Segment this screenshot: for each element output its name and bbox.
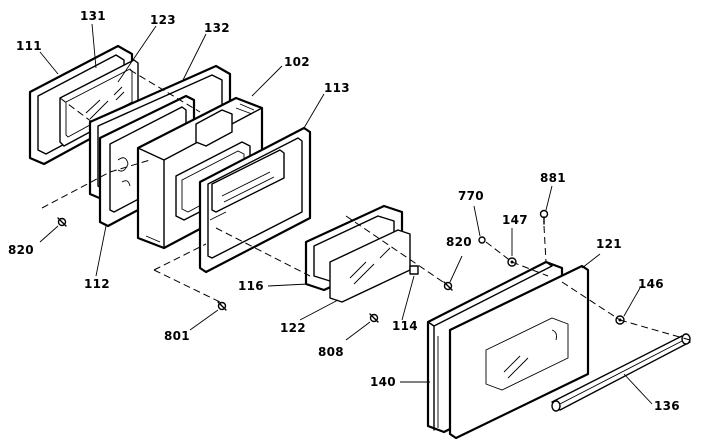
label-111: 111 [16,39,42,53]
part-labels: 111 131 123 132 102 113 820 112 116 801 … [8,9,680,413]
label-808: 808 [318,345,344,359]
screw-820-left [57,217,67,227]
label-121: 121 [596,237,622,251]
label-820-right: 820 [446,235,472,249]
label-881: 881 [540,171,566,185]
leader-lines [39,23,653,405]
screw-820-right [443,281,453,291]
label-770: 770 [458,189,484,203]
label-147: 147 [502,213,528,227]
label-801: 801 [164,329,190,343]
label-140: 140 [370,375,396,389]
label-132: 132 [204,21,230,35]
assembly-lines [41,69,691,341]
part-121-front-glass [448,264,590,440]
label-102: 102 [284,55,310,69]
label-136: 136 [654,399,680,413]
label-112: 112 [84,277,110,291]
label-114: 114 [392,319,418,333]
label-123: 123 [150,13,176,27]
part-122-glass [329,229,411,303]
label-820-left: 820 [8,243,34,257]
screw-801 [217,301,227,311]
label-122: 122 [280,321,306,335]
screw-808 [369,313,379,323]
screw-770 [478,236,486,244]
label-131: 131 [80,9,106,23]
part-136-handle [551,333,691,412]
screw-881 [539,209,549,225]
label-146: 146 [638,277,664,291]
label-113: 113 [324,81,350,95]
label-116: 116 [238,279,264,293]
clip-114 [409,265,419,275]
